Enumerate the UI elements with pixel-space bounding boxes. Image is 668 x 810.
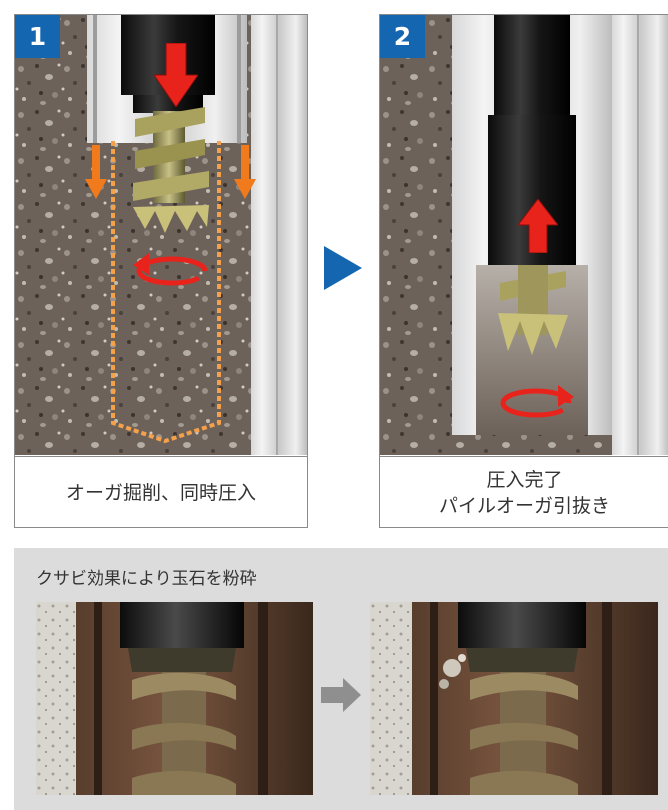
boulder-crushing-section: クサビ効果により玉石を粉砕 bbox=[14, 548, 668, 810]
rotation-icon bbox=[133, 253, 208, 286]
step-number-badge: 1 bbox=[15, 15, 60, 58]
process-arrow-icon bbox=[324, 246, 362, 290]
step-1-illustration bbox=[15, 15, 307, 455]
arrow-down-icon bbox=[154, 43, 198, 107]
section-title: クサビ効果により玉石を粉砕 bbox=[36, 569, 257, 589]
photo-after bbox=[370, 602, 658, 795]
step-1-panel: 1 オーガ掘削、同時圧入 bbox=[14, 14, 308, 528]
caption-line-1: オーガ掘削、同時圧入 bbox=[65, 481, 256, 504]
step-number-badge: 2 bbox=[380, 15, 425, 58]
step-2-illustration bbox=[380, 15, 668, 455]
caption-line-1: 圧入完了 bbox=[486, 468, 563, 491]
arrow-down-icon bbox=[85, 145, 107, 199]
step-2-panel: 2 圧入完了 パイルオーガ引抜き bbox=[379, 14, 668, 528]
arrow-down-icon bbox=[234, 145, 256, 199]
step-1-caption: オーガ掘削、同時圧入 bbox=[15, 456, 307, 528]
caption-line-2: パイルオーガ引抜き bbox=[438, 494, 610, 517]
arrow-up-icon bbox=[518, 199, 558, 253]
photo-before bbox=[36, 602, 313, 795]
process-arrow-icon bbox=[321, 678, 361, 712]
rotation-icon bbox=[500, 385, 574, 418]
step-2-caption: 圧入完了 パイルオーガ引抜き bbox=[380, 456, 668, 528]
